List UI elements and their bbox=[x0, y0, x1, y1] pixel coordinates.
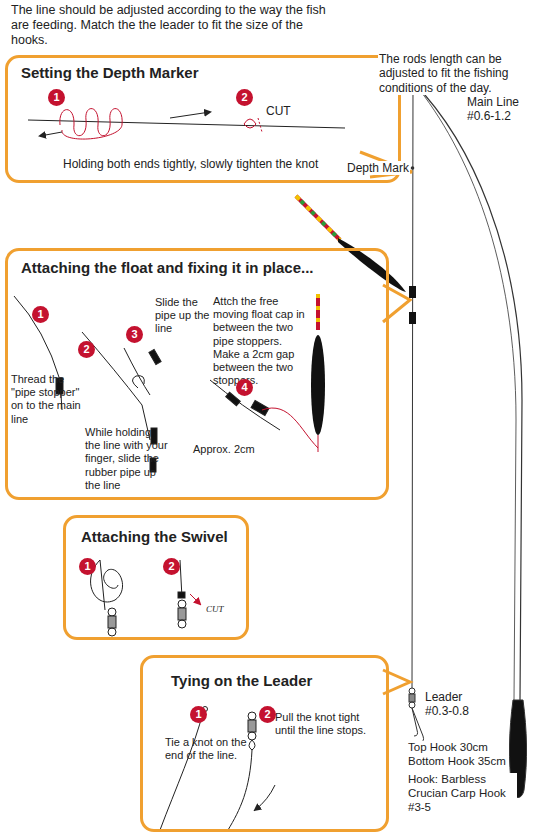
mark-label: Depth Mark bbox=[346, 161, 410, 175]
knot-illustration bbox=[28, 109, 345, 139]
step-text: Thread the "pipe stopper" on to the main… bbox=[11, 373, 91, 426]
step-text: Tie a knot on the end of the line. bbox=[165, 736, 247, 762]
leader-label: Leader #0.3-0.8 bbox=[424, 690, 488, 719]
bubble-tail bbox=[340, 150, 412, 700]
callout-bubble: Setting the Depth Marker 1 2CUT Holding bot… bbox=[5, 55, 401, 183]
step-text: Approx. 2cm bbox=[193, 443, 273, 456]
note-text: The rods length can be adjusted to fit t… bbox=[378, 52, 540, 95]
rod bbox=[413, 82, 527, 798]
hook-length-label: Top Hook 30cm Bottom Hook 35cm bbox=[407, 741, 509, 769]
callout-heading: Tying on the Leader bbox=[171, 672, 381, 690]
swivel-leader bbox=[409, 688, 424, 742]
step-text: Pull the knot tight until the line stops… bbox=[275, 711, 370, 737]
step-text: While holding the line with your finger,… bbox=[85, 426, 169, 492]
callout-heading: Attaching the Swivel bbox=[81, 528, 241, 546]
callout-number: 1 bbox=[79, 558, 96, 575]
swivel-illustration bbox=[91, 560, 200, 636]
hook-label: Hook: Barbless Crucian Carp Hook #3-5 bbox=[407, 773, 517, 814]
step-text: CUT bbox=[266, 104, 291, 118]
callout-number: 2 bbox=[236, 89, 253, 106]
leader-illustration bbox=[160, 707, 275, 831]
callout-number: 3 bbox=[126, 326, 143, 343]
line-label: Main Line #0.6-1.2 bbox=[466, 95, 532, 124]
callout-bubble: Attaching the Swivel 1 2CUT bbox=[63, 515, 249, 640]
callout-heading: Setting the Depth Marker bbox=[21, 64, 381, 82]
callout-heading: Attaching the float and fixing it in pla… bbox=[21, 259, 381, 277]
depth-mark bbox=[411, 166, 415, 170]
callout-number: 4 bbox=[236, 379, 253, 396]
callout-number: 1 bbox=[32, 306, 49, 323]
note-text: The line should be adjusted according to… bbox=[10, 3, 342, 48]
callout-number: 2 bbox=[163, 558, 180, 575]
callout-number: 2 bbox=[78, 341, 95, 358]
callout-number: 2 bbox=[259, 706, 276, 723]
step-text: Attch the free moving float cap in betwe… bbox=[213, 295, 308, 387]
step-text: Holding both ends tightly, slowly tighte… bbox=[63, 157, 393, 171]
callout-bubble: Attaching the float and fixing it in pla… bbox=[5, 248, 389, 500]
callout-number: 1 bbox=[190, 706, 207, 723]
cut-mark: CUT bbox=[206, 604, 224, 615]
callout-bubble: Tying on the Leader 1Tie a knot on the en… bbox=[140, 655, 389, 832]
step-text: Slide the pipe up the line bbox=[155, 296, 213, 336]
callout-number: 1 bbox=[48, 89, 65, 106]
